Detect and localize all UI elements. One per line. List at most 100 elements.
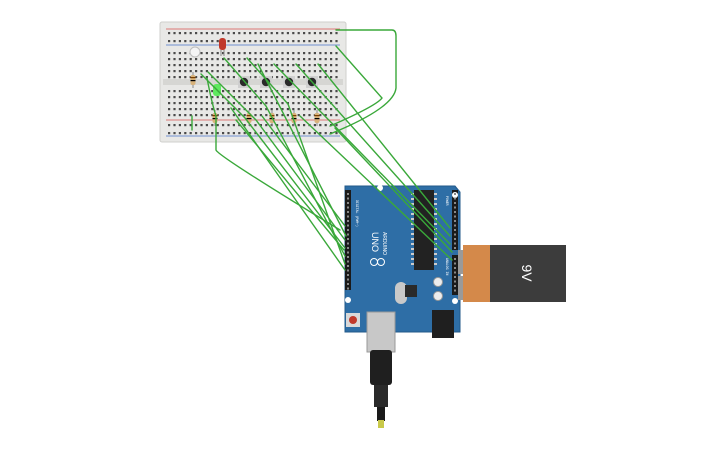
breadboard-hole [308, 58, 311, 61]
breadboard-hole [178, 132, 181, 135]
breadboard-hole [303, 108, 306, 111]
breadboard-hole [254, 102, 257, 105]
breadboard-hole [265, 40, 268, 43]
breadboard-hole [265, 114, 268, 117]
breadboard-hole [200, 58, 203, 61]
breadboard-hole [276, 58, 279, 61]
breadboard-hole [222, 70, 225, 73]
breadboard-hole [243, 40, 246, 43]
jumper-wire[interactable] [223, 57, 346, 257]
breadboard-hole [303, 102, 306, 105]
breadboard-hole [324, 132, 327, 135]
breadboard-hole [205, 58, 208, 61]
jumper-wire[interactable] [273, 63, 451, 245]
breadboard-hole [232, 114, 235, 117]
breadboard-hole [270, 70, 273, 73]
push-button[interactable] [283, 76, 295, 88]
breadboard-hole [178, 102, 181, 105]
breadboard-hole [184, 32, 187, 35]
breadboard-hole [189, 90, 192, 93]
breadboard-hole [195, 32, 198, 35]
breadboard-hole [303, 76, 306, 79]
breadboard-hole [189, 102, 192, 105]
breadboard-hole [184, 96, 187, 99]
breadboard-hole [184, 40, 187, 43]
breadboard-hole [168, 90, 171, 93]
breadboard-hole [286, 108, 289, 111]
jumper-wire[interactable] [299, 115, 453, 261]
breadboard-hole [211, 40, 214, 43]
breadboard-hole [270, 102, 273, 105]
breadboard-hole [319, 40, 322, 43]
breadboard-hole [216, 76, 219, 79]
jumper-wire[interactable] [329, 45, 383, 127]
breadboard-hole [232, 108, 235, 111]
breadboard-hole [313, 64, 316, 67]
breadboard-hole [195, 96, 198, 99]
jumper-wire[interactable] [200, 73, 346, 249]
breadboard-hole [330, 70, 333, 73]
reset-button[interactable] [349, 316, 357, 324]
jumper-wire[interactable] [235, 119, 345, 251]
breadboard-hole [297, 76, 300, 79]
breadboard-hole [243, 52, 246, 55]
push-button[interactable] [260, 76, 272, 88]
arduino-uno-board[interactable]: UNO ARDUINO DIGITAL (PWM~) ANALOG IN POW… [344, 185, 461, 353]
breadboard-hole [200, 70, 203, 73]
breadboard-hole [227, 64, 230, 67]
breadboard-hole [254, 132, 257, 135]
breadboard-hole [211, 132, 214, 135]
breadboard-hole [200, 64, 203, 67]
jumper-wire[interactable] [230, 107, 346, 271]
breadboard-hole [254, 108, 257, 111]
breadboard-hole [238, 96, 241, 99]
breadboard[interactable] [159, 21, 347, 143]
breadboard-hole [205, 124, 208, 127]
jumper-wire[interactable] [334, 127, 453, 253]
usb-port [366, 311, 396, 353]
battery-9v[interactable]: 9V [458, 245, 566, 302]
breadboard-hole [319, 108, 322, 111]
breadboard-hole [184, 52, 187, 55]
led-white[interactable] [189, 46, 201, 58]
breadboard-hole [216, 70, 219, 73]
jumper-wire[interactable] [317, 63, 451, 229]
breadboard-hole [324, 76, 327, 79]
breadboard-hole [308, 52, 311, 55]
breadboard-hole [308, 108, 311, 111]
breadboard-hole [330, 76, 333, 79]
breadboard-hole [184, 76, 187, 79]
breadboard-hole [227, 124, 230, 127]
breadboard-hole [216, 102, 219, 105]
jumper-wire[interactable] [246, 57, 346, 265]
breadboard-hole [205, 52, 208, 55]
jumper-wire[interactable] [261, 115, 346, 227]
breadboard-hole [259, 90, 262, 93]
breadboard-hole [297, 70, 300, 73]
breadboard-hole [259, 108, 262, 111]
breadboard-hole [173, 58, 176, 61]
breadboard-hole [227, 96, 230, 99]
breadboard-hole [297, 114, 300, 117]
jumper-wire[interactable] [295, 63, 451, 237]
breadboard-hole [313, 108, 316, 111]
breadboard-hole [249, 64, 252, 67]
breadboard-hole [178, 32, 181, 35]
breadboard-hole [184, 58, 187, 61]
breadboard-hole [173, 132, 176, 135]
breadboard-hole [232, 132, 235, 135]
breadboard-hole [168, 58, 171, 61]
breadboard-hole [286, 132, 289, 135]
breadboard-hole [286, 58, 289, 61]
led-red[interactable] [219, 38, 226, 56]
breadboard-hole [232, 124, 235, 127]
breadboard-hole [173, 102, 176, 105]
breadboard-hole [238, 70, 241, 73]
breadboard-hole [222, 132, 225, 135]
jumper-wires[interactable] [191, 29, 453, 271]
breadboard-hole [195, 76, 198, 79]
breadboard-hole [303, 124, 306, 127]
breadboard-hole [211, 124, 214, 127]
breadboard-hole [184, 108, 187, 111]
jumper-wire[interactable] [206, 77, 341, 231]
